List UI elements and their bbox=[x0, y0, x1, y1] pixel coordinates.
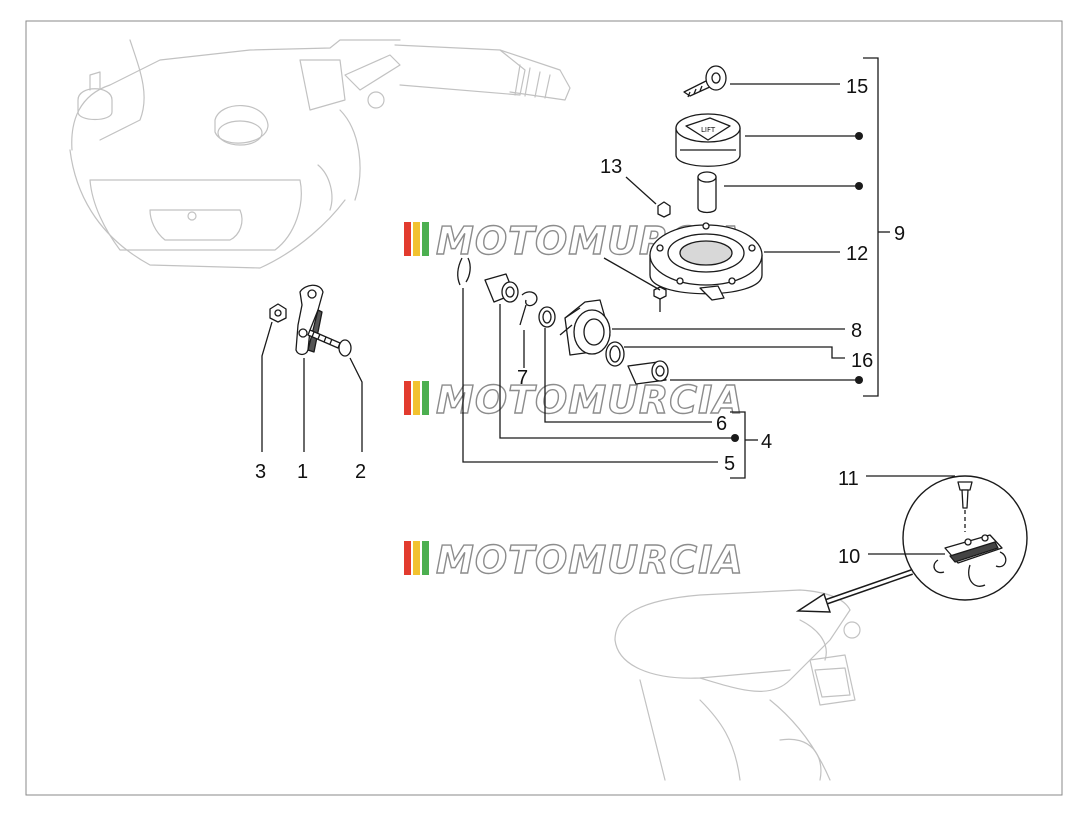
bracket-4 bbox=[730, 411, 746, 479]
callout-10: 10 bbox=[838, 546, 860, 568]
nut-part bbox=[269, 303, 287, 323]
callout-8: 8 bbox=[851, 320, 862, 342]
drain-tube-part bbox=[627, 360, 669, 385]
washer-part bbox=[538, 306, 556, 328]
diagram-frame bbox=[25, 20, 1063, 796]
lock-ring-part bbox=[649, 222, 763, 301]
spring-part bbox=[519, 291, 538, 326]
callout-9: 9 bbox=[894, 223, 905, 245]
leader-13 bbox=[625, 176, 657, 205]
leader-5 bbox=[462, 288, 718, 463]
leader-dot bbox=[731, 434, 739, 442]
callout-12: 12 bbox=[846, 243, 868, 265]
seat-latch-part bbox=[933, 534, 1007, 587]
watermark-stripe-green bbox=[422, 381, 429, 415]
watermark-3: MOTOMURCIA bbox=[404, 537, 744, 583]
leader-stud bbox=[603, 257, 661, 291]
callout-15: 15 bbox=[846, 76, 868, 98]
leader-6 bbox=[544, 328, 712, 423]
fuel-cap-part: LIFT bbox=[675, 113, 741, 167]
watermark-text: MOTOMURCIA bbox=[436, 538, 744, 582]
callout-2: 2 bbox=[355, 461, 366, 483]
callout-11: 11 bbox=[838, 468, 859, 490]
location-arrow bbox=[795, 569, 913, 613]
watermark-stripe-red bbox=[404, 541, 411, 575]
small-nut-part bbox=[657, 201, 671, 218]
callout-5: 5 bbox=[724, 453, 735, 475]
ring-stud-part bbox=[653, 286, 667, 312]
bush-sleeve-part bbox=[484, 273, 519, 303]
watermark-2: MOTOMURCIA bbox=[404, 377, 744, 423]
leader-6-path bbox=[499, 304, 733, 439]
watermark-stripe-yellow bbox=[413, 541, 420, 575]
watermark-stripe-green bbox=[422, 222, 429, 256]
screw-part bbox=[307, 329, 352, 357]
fuel-cap-lift-label: LIFT bbox=[701, 126, 716, 134]
o-ring-part bbox=[605, 341, 625, 367]
watermark-stripe-red bbox=[404, 222, 411, 256]
callout-16: 16 bbox=[851, 350, 873, 372]
callout-13: 13 bbox=[600, 156, 622, 178]
leader-dot bbox=[855, 132, 863, 140]
lock-cylinder-part bbox=[559, 299, 611, 356]
callout-6: 6 bbox=[716, 413, 727, 435]
watermark-stripe-yellow bbox=[413, 222, 420, 256]
leader-dot bbox=[855, 376, 863, 384]
leader-dot bbox=[855, 182, 863, 190]
watermark-stripe-green bbox=[422, 541, 429, 575]
callout-7: 7 bbox=[517, 367, 528, 389]
scooter-front-outline bbox=[69, 39, 571, 269]
key-part bbox=[683, 65, 727, 98]
cap-sleeve-part bbox=[697, 171, 717, 214]
leader-16 bbox=[624, 346, 845, 359]
leader-2 bbox=[349, 357, 363, 452]
callout-3: 3 bbox=[255, 461, 266, 483]
scooter-rear-outline bbox=[614, 589, 861, 781]
callout-1: 1 bbox=[297, 461, 308, 483]
latch-screw-part bbox=[957, 481, 973, 509]
watermark-text: MOTOMURCIA bbox=[436, 378, 744, 422]
watermark-stripe-red bbox=[404, 381, 411, 415]
watermark-stripe-yellow bbox=[413, 381, 420, 415]
bracket-part bbox=[295, 284, 324, 356]
callout-4: 4 bbox=[761, 431, 772, 453]
bracket-9 bbox=[863, 57, 879, 397]
leader-3 bbox=[261, 321, 273, 452]
spring-clip-part bbox=[457, 257, 471, 286]
